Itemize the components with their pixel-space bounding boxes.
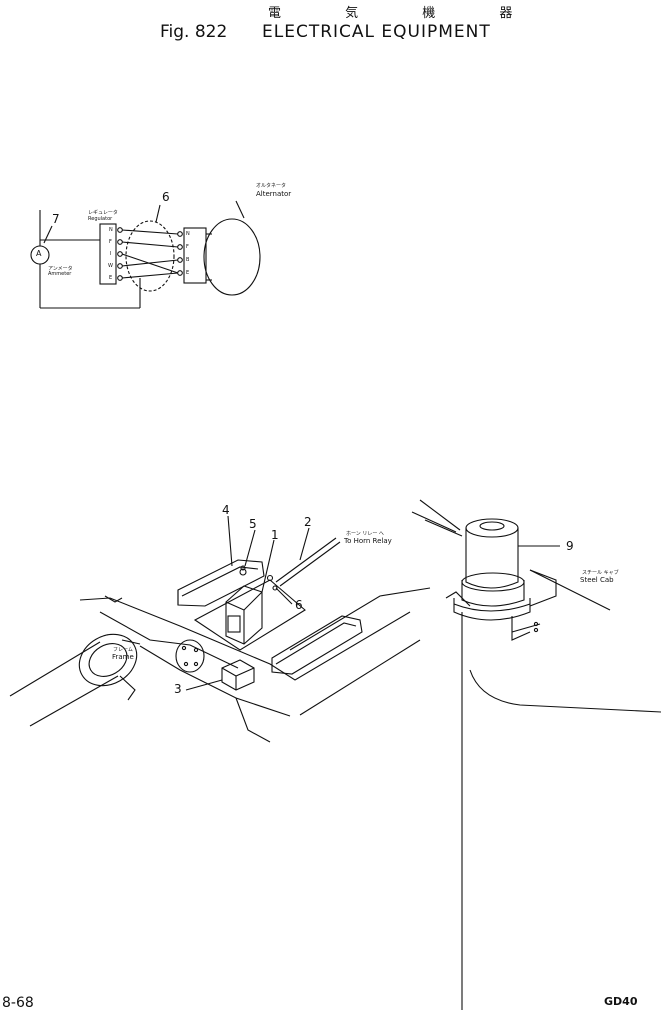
alternator — [203, 218, 261, 296]
reg-terminal-n: N — [109, 227, 113, 233]
wire-harness — [125, 220, 175, 292]
horn-relay-jp-label: ホーン リレー へ — [346, 531, 384, 537]
callout-4: 4 — [222, 503, 230, 517]
beacon-light — [465, 528, 519, 589]
alternator-label: Alternator — [256, 190, 292, 198]
callout-6-frame: 6 — [295, 598, 303, 612]
steel-cab-label: Steel Cab — [580, 576, 614, 584]
alt-terminal-f: F — [186, 244, 189, 250]
alternator-terminal-block — [183, 227, 207, 284]
reg-terminal-w: W — [108, 263, 113, 269]
ammeter-letter: A — [36, 249, 42, 258]
reg-terminal-f: F — [109, 239, 112, 245]
callout-9: 9 — [566, 539, 574, 553]
japanese-title: 電 気 機 器 — [268, 6, 543, 21]
reg-terminal-e: E — [109, 275, 113, 281]
reg-terminal-i: I — [110, 251, 112, 257]
ammeter-jp-label: アンメータ — [48, 266, 73, 272]
regulator-box — [99, 223, 117, 285]
frame-jp-label: フレーム — [113, 647, 133, 653]
left-tray — [177, 559, 265, 607]
page-number: 8-68 — [2, 995, 34, 1011]
alternator-jp-label: オルタネータ — [256, 183, 287, 189]
alt-terminal-n: N — [186, 231, 190, 237]
callout-2: 2 — [304, 515, 312, 529]
cab-view — [411, 499, 661, 1010]
callout-7: 7 — [52, 212, 60, 226]
frame-label: Frame — [112, 653, 134, 661]
callout-6-wiring: 6 — [162, 190, 170, 204]
horn-relay-label: To Horn Relay — [344, 537, 392, 545]
relay-unit — [225, 585, 263, 645]
ammeter-label: Ammeter — [48, 271, 72, 277]
callout-5: 5 — [249, 517, 257, 531]
callout-1: 1 — [271, 528, 279, 542]
figure-number: Fig. 822 — [160, 22, 228, 42]
regulator-label: Regulator — [88, 216, 113, 222]
callout-3: 3 — [174, 682, 182, 696]
model-code: GD40 — [604, 995, 638, 1008]
block-part — [221, 659, 255, 691]
right-tray — [271, 615, 363, 675]
alt-terminal-b: B — [186, 257, 190, 263]
wiring-diagram — [30, 200, 261, 309]
frame-view — [9, 515, 431, 743]
steel-cab-jp-label: スチール キャブ — [582, 570, 619, 576]
regulator-jp-label: レギュレータ — [88, 210, 118, 216]
figure-title: ELECTRICAL EQUIPMENT — [262, 22, 491, 42]
alt-terminal-e: E — [186, 270, 190, 276]
